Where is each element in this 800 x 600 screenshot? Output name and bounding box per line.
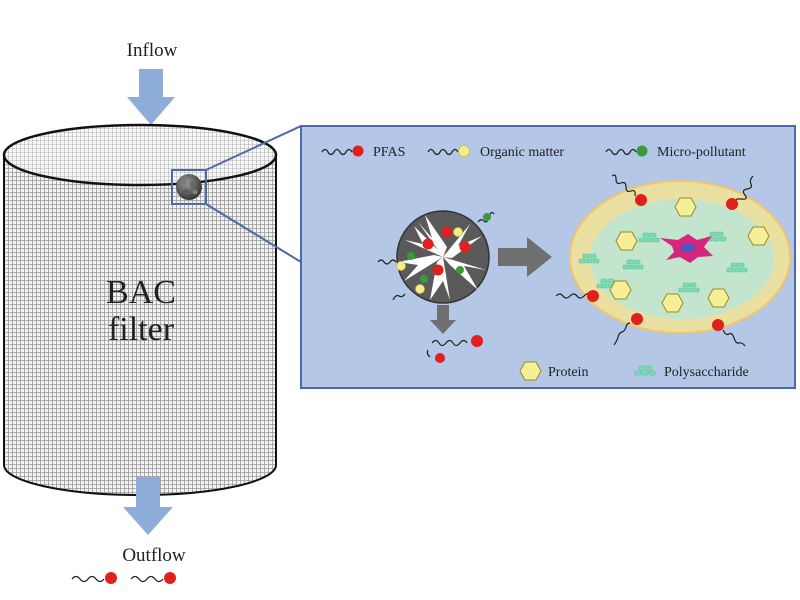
outflow-arrow xyxy=(123,477,173,535)
inflow-label: Inflow xyxy=(127,40,178,61)
legend-micro: Micro-pollutant xyxy=(605,145,746,160)
legend-organic-label: Organic matter xyxy=(480,145,564,160)
gac-particle-small xyxy=(176,174,202,200)
outflow-pfas-molecules xyxy=(71,572,176,584)
zoom-box xyxy=(171,169,207,205)
protein-hexagons xyxy=(609,197,770,313)
released-pfas xyxy=(426,335,483,363)
legend-pfas: PFAS xyxy=(321,145,405,160)
filter-label-line2: filter xyxy=(108,311,175,348)
inflow-arrow xyxy=(127,69,175,125)
legend-polysaccharide: Polysaccharide xyxy=(634,365,749,380)
cell-nucleus xyxy=(660,234,713,263)
legend-organic: Organic matter xyxy=(427,145,564,160)
legend-micro-label: Micro-pollutant xyxy=(657,145,746,160)
release-arrow xyxy=(430,305,456,334)
gac-particle-large xyxy=(377,210,495,304)
legend-protein: Protein xyxy=(519,361,588,381)
legend-pfas-label: PFAS xyxy=(373,145,405,160)
cell-surface-pfas xyxy=(555,174,754,347)
zoom-line-bottom xyxy=(205,203,302,263)
transfer-arrow xyxy=(498,237,552,277)
outflow-label: Outflow xyxy=(122,545,186,566)
legend-protein-label: Protein xyxy=(548,365,588,380)
filter-label-line1: BAC xyxy=(106,274,176,311)
zoom-line-top xyxy=(205,125,302,171)
legend-polysaccharide-label: Polysaccharide xyxy=(664,365,749,380)
